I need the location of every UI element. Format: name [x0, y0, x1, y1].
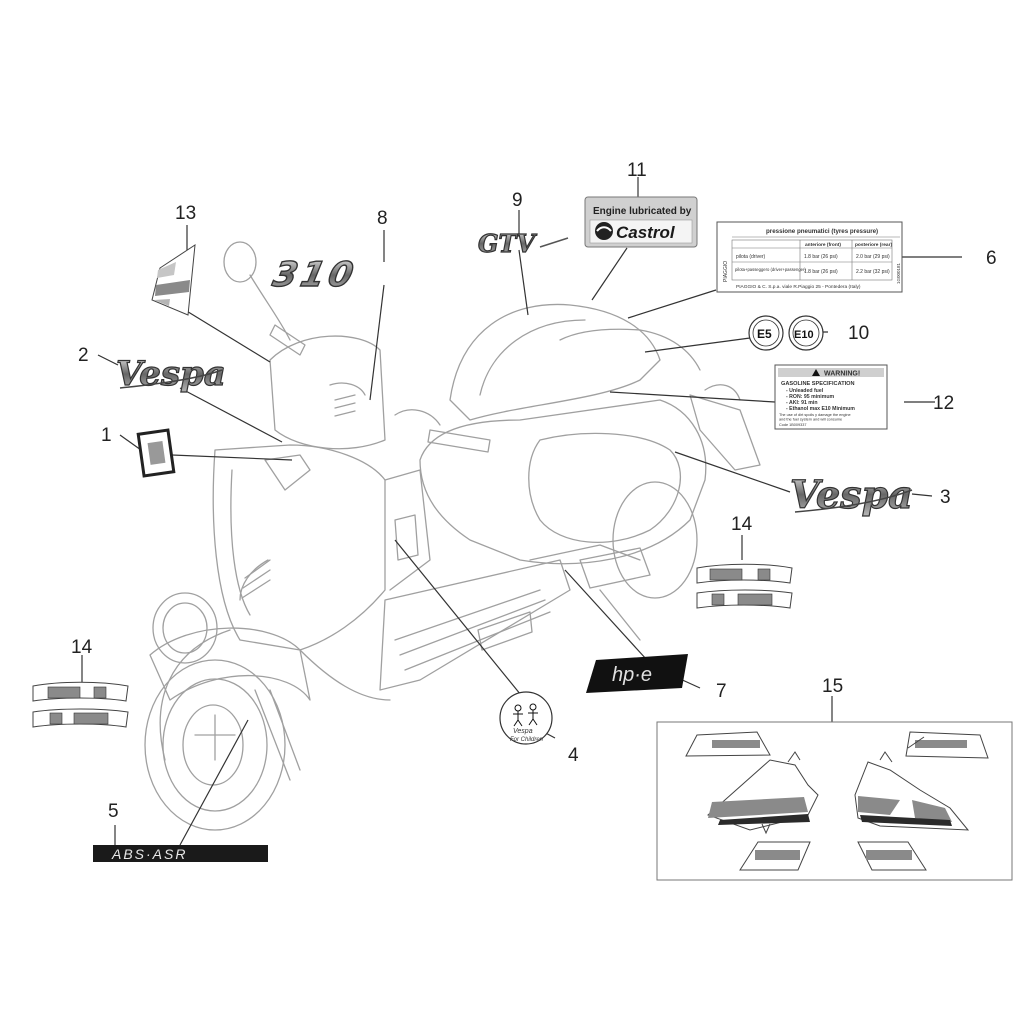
callout-10: 10	[848, 323, 869, 344]
svg-text:- Unleaded fuel: - Unleaded fuel	[786, 388, 824, 394]
svg-text:pilota+passeggero (driver+pass: pilota+passeggero (driver+passenger)	[735, 267, 806, 272]
svg-text:and the fuel system and will c: and the fuel system and will consume	[779, 418, 842, 422]
svg-text:posteriore (rear): posteriore (rear)	[855, 242, 892, 248]
callout-5: 5	[108, 801, 119, 822]
decal-14-stripes-left	[32, 681, 129, 728]
svg-text:pressione pneumatici (tyres pr: pressione pneumatici (tyres pressure)	[766, 228, 878, 235]
callout-14-left: 14	[71, 637, 93, 658]
decal-14-stripes-right	[696, 563, 793, 609]
callout-6: 6	[986, 248, 997, 269]
svg-text:WARNING!: WARNING!	[824, 371, 860, 378]
decal-7-hpe: hp·e	[586, 654, 688, 693]
svg-text:- Ethanol max E10 Minimum: - Ethanol max E10 Minimum	[786, 406, 855, 412]
svg-text:hp·e: hp·e	[612, 664, 652, 686]
callout-11: 11	[627, 160, 647, 181]
callout-14-right: 14	[731, 514, 753, 535]
svg-text:anteriore (front): anteriore (front)	[805, 242, 841, 248]
svg-text:- AKI: 91 min: - AKI: 91 min	[786, 400, 818, 406]
svg-text:E10: E10	[794, 329, 814, 341]
decal-12-warning-label: WARNING! GASOLINE SPECIFICATION - Unlead…	[774, 364, 888, 430]
svg-text:PIAGGIO: PIAGGIO	[723, 261, 729, 282]
svg-text:Vespa: Vespa	[513, 728, 533, 735]
callout-2: 2	[78, 345, 89, 366]
callout-12: 12	[933, 393, 954, 414]
callout-13: 13	[175, 203, 196, 224]
svg-text:E5: E5	[757, 327, 772, 341]
callout-9: 9	[512, 190, 523, 211]
svg-text:Code 1B009337: Code 1B009337	[779, 423, 806, 427]
callout-8: 8	[377, 208, 388, 229]
decal-5-abs-asr: ABS·ASR	[93, 845, 268, 862]
svg-text:1G000181: 1G000181	[896, 262, 901, 284]
svg-text:pilota (driver): pilota (driver)	[736, 254, 766, 260]
callout-15: 15	[822, 676, 843, 697]
decal-13-stripe	[151, 244, 196, 316]
svg-text:- RON: 95 minimum: - RON: 95 minimum	[786, 394, 835, 400]
svg-text:The use of dirt spoils y damag: The use of dirt spoils y damage the engi…	[779, 413, 851, 417]
svg-text:For Children: For Children	[510, 737, 544, 743]
svg-text:2.0 bar (29 psi): 2.0 bar (29 psi)	[856, 254, 890, 260]
decal-9-gtv-logo: GTV	[477, 228, 569, 259]
decal-3-vespa-logo: Vespa	[789, 471, 913, 517]
decal-15-kit	[656, 721, 1013, 881]
decal-2-vespa-logo: Vespa	[115, 353, 226, 394]
svg-text:1.8 bar (26 psi): 1.8 bar (26 psi)	[804, 254, 838, 260]
decal-10-fuel-markings: E5 E10	[748, 315, 824, 351]
svg-text:Vespa: Vespa	[116, 354, 226, 394]
decal-1-badge	[136, 428, 176, 478]
decal-11-castrol-label: Engine lubricated by Castrol	[584, 196, 698, 248]
svg-text:PIAGGIO & C. S.p.a. viale R.Pi: PIAGGIO & C. S.p.a. viale R.Piaggio 25 -…	[736, 284, 861, 290]
callout-1: 1	[101, 425, 112, 446]
svg-text:310: 310	[269, 255, 360, 295]
callout-4: 4	[568, 745, 579, 766]
leader-lines	[81, 177, 962, 846]
svg-text:ABS·ASR: ABS·ASR	[111, 846, 187, 862]
svg-text:Castrol: Castrol	[616, 223, 676, 242]
svg-text:2.2 bar (32 psi): 2.2 bar (32 psi)	[856, 269, 890, 275]
decal-4-round-sticker: Vespa For Children	[499, 691, 553, 745]
svg-text:GASOLINE SPECIFICATION: GASOLINE SPECIFICATION	[781, 381, 855, 387]
svg-text:Engine lubricated by: Engine lubricated by	[593, 206, 692, 217]
decal-8-310: 310	[269, 255, 362, 296]
callout-3: 3	[940, 487, 951, 508]
svg-text:GTV: GTV	[478, 229, 537, 258]
callout-7: 7	[716, 681, 727, 702]
svg-text:1.8 bar (26 psi): 1.8 bar (26 psi)	[804, 269, 838, 275]
decal-6-tyre-pressure-label: pressione pneumatici (tyres pressure) an…	[716, 221, 903, 293]
